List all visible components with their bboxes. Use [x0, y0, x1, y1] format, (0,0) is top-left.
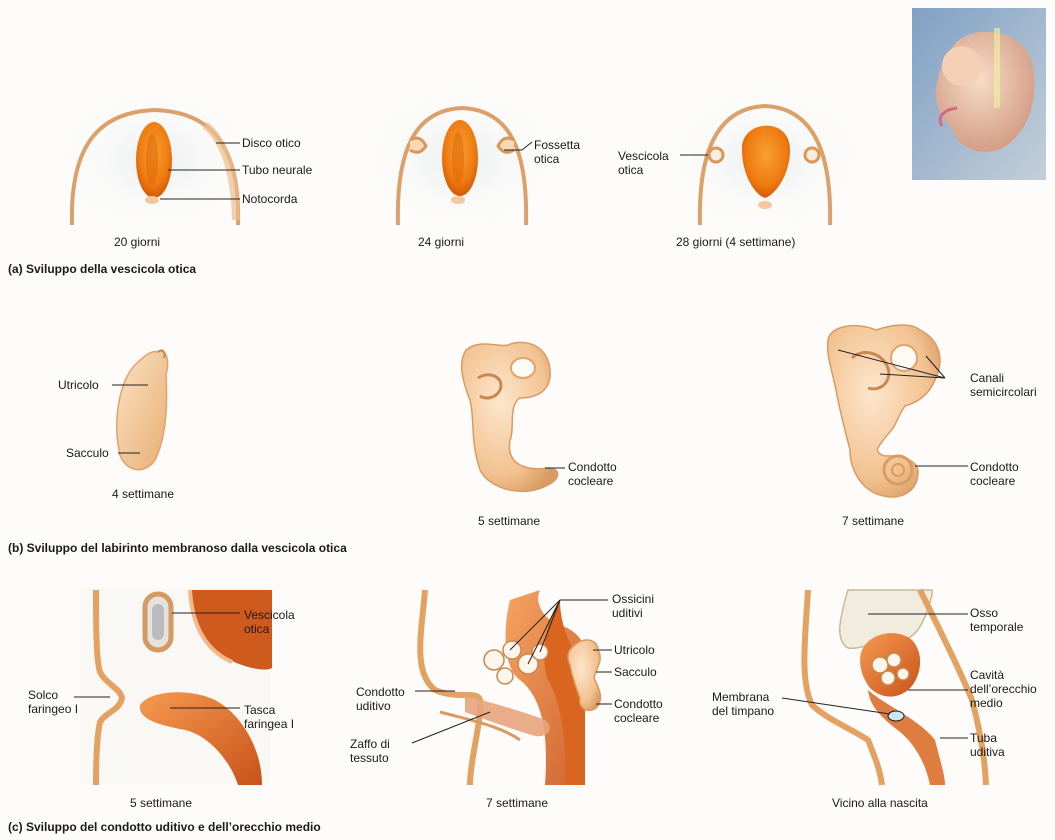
stage-c-7-weeks [412, 590, 612, 785]
label-disco-otico: Disco otico [242, 136, 301, 150]
label-condotto-cocleare-7w: Condotto cocleare [970, 460, 1019, 488]
caption-24-giorni: 24 giorni [418, 235, 464, 249]
label-solco-faringeo: Solco faringeo I [28, 688, 78, 716]
caption-7-settimane-b: 7 settimane [842, 514, 904, 528]
label-notocorda: Notocorda [242, 192, 297, 206]
label-tubo-neurale: Tubo neurale [242, 163, 312, 177]
label-sacculo-c: Sacculo [614, 665, 657, 679]
label-condotto-uditivo: Condotto uditivo [356, 685, 405, 713]
label-tasca-faringea: Tasca faringea I [244, 703, 294, 731]
label-canali-semicircolari: Canali semicircolari [970, 371, 1037, 399]
stage-a-20-days [45, 80, 265, 240]
stage-b-5-weeks [462, 342, 565, 491]
label-membrana-timpano: Membrana del timpano [712, 690, 774, 718]
label-condotto-cocleare-c: Condotto cocleare [614, 697, 663, 725]
notochord-shape [145, 196, 159, 204]
stage-a-28-days [655, 80, 875, 240]
caption-5-settimane-b: 5 settimane [478, 514, 540, 528]
label-ossicini-uditivi: Ossicini uditivi [612, 592, 654, 620]
label-zaffo-di-tessuto: Zaffo di tessuto [350, 737, 390, 765]
label-condotto-cocleare-5w: Condotto cocleare [568, 460, 617, 488]
stage-b-7-weeks [828, 325, 968, 497]
caption-4-settimane-b: 4 settimane [112, 487, 174, 501]
label-utricolo-c: Utricolo [614, 643, 655, 657]
section-c-title: (c) Sviluppo del condotto uditivo e dell… [8, 820, 321, 834]
label-cavita-orecchio-medio: Cavità dell’orecchio medio [970, 668, 1037, 710]
caption-20-giorni: 20 giorni [114, 235, 160, 249]
label-tuba-uditiva: Tuba uditiva [970, 731, 1005, 759]
caption-vicino-alla-nascita: Vicino alla nascita [832, 796, 928, 810]
section-b-title: (b) Sviluppo del labirinto membranoso da… [8, 541, 347, 555]
stage-c-5-weeks [74, 588, 272, 785]
label-sacculo-b: Sacculo [66, 446, 109, 460]
section-a-title: (a) Sviluppo della vescicola otica [8, 262, 196, 276]
stage-c-near-birth [782, 590, 986, 785]
eardrum-shape [888, 711, 904, 721]
stage-b-4-weeks [112, 350, 168, 469]
caption-7-settimane-c: 7 settimane [486, 796, 548, 810]
label-osso-temporale: Osso temporale [970, 606, 1023, 634]
embryo-inset-image [912, 8, 1046, 180]
label-fossetta-otica: Fossetta otica [534, 138, 580, 166]
label-utricolo-b: Utricolo [58, 378, 99, 392]
label-vescicola-otica-a: Vescicola otica [618, 149, 669, 177]
label-vescicola-otica-c: Vescicola otica [244, 608, 295, 636]
caption-28-giorni: 28 giorni (4 settimane) [676, 235, 795, 249]
caption-5-settimane-c: 5 settimane [130, 796, 192, 810]
